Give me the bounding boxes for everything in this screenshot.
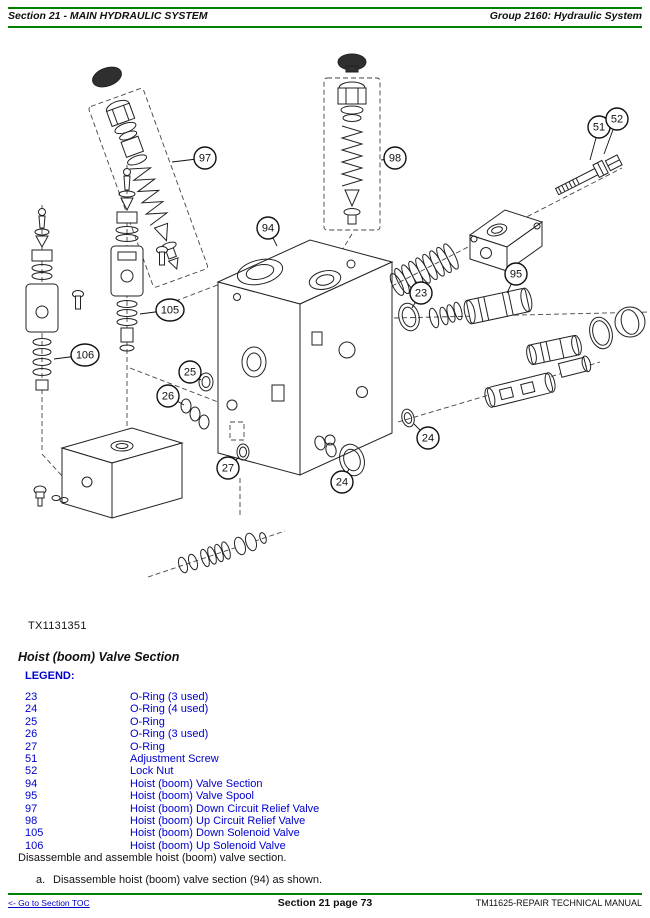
callout-26: [156, 384, 180, 408]
svg-text:24: 24: [422, 433, 434, 445]
down-circuit-relief-valve-parts: [88, 66, 208, 288]
legend-description: Hoist (boom) Valve Section: [130, 777, 263, 790]
up-circuit-relief-valve-parts: [323, 53, 381, 231]
legend-description: Lock Nut: [130, 765, 174, 778]
svg-text:105: 105: [161, 305, 179, 317]
callout-95: [504, 262, 528, 286]
legend-row: 26 O-Ring (3 used): [25, 728, 319, 740]
step-text: Disassemble hoist (boom) valve section (…: [53, 874, 323, 886]
legend-description: Hoist (boom) Down Circuit Relief Valve: [130, 802, 320, 815]
legend-description: Hoist (boom) Up Circuit Relief Valve: [130, 814, 306, 827]
legend-number: 25: [25, 715, 38, 728]
footer-manual-id: TM11625-REPAIR TECHNICAL MANUAL: [475, 898, 643, 908]
header-group-title: Group 2160: Hydraulic System: [489, 10, 642, 22]
legend-number: 106: [25, 839, 44, 852]
header-rule-top: [8, 7, 642, 9]
footer-rule: [8, 893, 642, 895]
instruction-text: Disassemble and assemble hoist (boom) va…: [18, 852, 287, 864]
up-solenoid-valve-parts: [25, 208, 84, 391]
legend-row: 27 O-Ring: [25, 741, 319, 753]
legend-row: 106 Hoist (boom) Up Solenoid Valve: [25, 840, 319, 852]
callout-106: [70, 343, 100, 367]
legend-row: 105 Hoist (boom) Down Solenoid Valve: [25, 827, 319, 839]
legend-number: 26: [25, 728, 38, 741]
section-title: Hoist (boom) Valve Section: [18, 650, 180, 664]
legend-number: 94: [25, 777, 38, 790]
legend-number: 98: [25, 814, 38, 827]
end-cap-block: [33, 427, 184, 519]
legend-row: 98 Hoist (boom) Up Circuit Relief Valve: [25, 815, 319, 827]
svg-text:52: 52: [611, 114, 623, 126]
callout-24: [330, 470, 354, 494]
legend-number: 23: [25, 691, 38, 703]
legend-description: O-Ring (4 used): [130, 703, 209, 716]
legend-number: 52: [25, 765, 38, 778]
callout-27: [216, 456, 240, 480]
legend-description: Hoist (boom) Valve Spool: [130, 790, 254, 803]
legend-row: 97 Hoist (boom) Down Circuit Relief Valve: [25, 803, 319, 815]
svg-text:94: 94: [262, 223, 274, 235]
figure-id: TX1131351: [28, 620, 87, 632]
exploded-diagram: 97 98 51 52 94 23 95 105 106 25 26 24 27 24: [25, 53, 649, 578]
svg-text:97: 97: [199, 153, 211, 165]
down-solenoid-valve-parts: [110, 168, 168, 352]
svg-text:26: 26: [162, 391, 174, 403]
legend-description: O-Ring (3 used): [130, 691, 209, 703]
body-o-rings: [180, 372, 415, 477]
callout-105: [155, 298, 185, 322]
legend-row: 52 Lock Nut: [25, 765, 319, 777]
svg-text:25: 25: [184, 367, 196, 379]
svg-text:98: 98: [389, 153, 401, 165]
callout-94: [256, 216, 280, 240]
legend-description: Adjustment Screw: [130, 752, 219, 765]
legend-number: 105: [25, 827, 44, 840]
legend-number: 95: [25, 790, 38, 803]
adjustment-screw-and-lock-nut: [554, 154, 623, 196]
callout-25: [178, 360, 202, 384]
step-a: a. Disassemble hoist (boom) valve sectio…: [36, 874, 322, 886]
callout-97: [193, 146, 217, 170]
callout-23: [409, 281, 433, 305]
legend-number: 51: [25, 752, 38, 765]
svg-text:51: 51: [593, 122, 605, 134]
check-valve-parts: [177, 532, 267, 574]
legend-heading: LEGEND:: [25, 670, 75, 682]
page-header: Section 21 - MAIN HYDRAULIC SYSTEM Group…: [8, 10, 642, 22]
footer-page-number: Section 21 page 73: [277, 897, 373, 909]
svg-text:27: 27: [222, 463, 234, 475]
callout-98: [383, 146, 407, 170]
relief-housing: [468, 209, 544, 272]
callout-52: [605, 107, 629, 131]
assembly-axis-lines: [41, 165, 649, 578]
legend-description: O-Ring (3 used): [130, 728, 209, 741]
legend-row: 24 O-Ring (4 used): [25, 703, 319, 715]
toc-link[interactable]: <- Go to Section TOC: [8, 898, 90, 908]
legend-row: 23 O-Ring (3 used): [25, 691, 319, 703]
step-label: a.: [36, 874, 46, 886]
callout-layer: 97 98 51 52 94 23 95 105 106 25 26 24 27 24: [53, 107, 629, 494]
svg-text:24: 24: [336, 477, 348, 489]
svg-text:106: 106: [76, 350, 94, 362]
legend-description: O-Ring: [130, 740, 165, 753]
legend-row: 95 Hoist (boom) Valve Spool: [25, 790, 319, 802]
valve-body: [216, 239, 394, 476]
svg-text:95: 95: [510, 269, 522, 281]
valve-spool-parts: [398, 287, 646, 408]
svg-text:23: 23: [415, 288, 427, 300]
legend-number: 27: [25, 740, 38, 753]
callout-24: [416, 426, 440, 450]
page-footer: <- Go to Section TOC Section 21 page 73 …: [8, 897, 642, 909]
legend-description: Hoist (boom) Down Solenoid Valve: [130, 827, 300, 840]
legend-description: O-Ring: [130, 715, 165, 728]
header-rule-bottom: [8, 26, 642, 28]
legend-row: 25 O-Ring: [25, 716, 319, 728]
legend-row: 51 Adjustment Screw: [25, 753, 319, 765]
legend-row: 94 Hoist (boom) Valve Section: [25, 778, 319, 790]
legend-number: 97: [25, 802, 38, 815]
legend-number: 24: [25, 703, 38, 716]
header-section-title: Section 21 - MAIN HYDRAULIC SYSTEM: [8, 10, 208, 22]
legend-description: Hoist (boom) Up Solenoid Valve: [130, 839, 286, 852]
